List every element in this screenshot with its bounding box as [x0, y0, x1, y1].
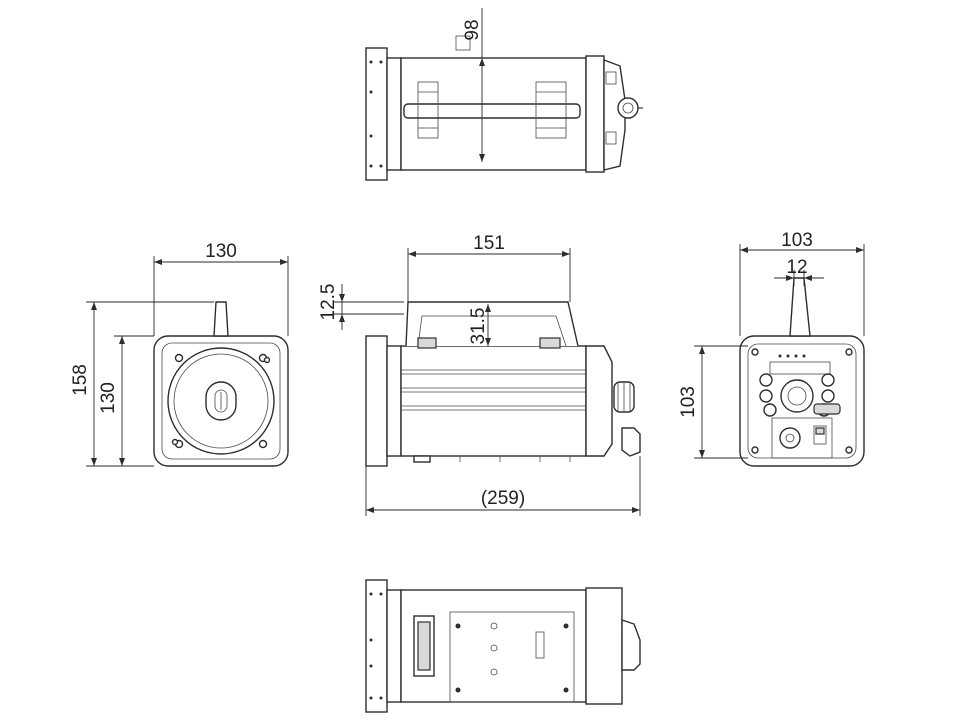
dim-side-depth: 151	[473, 233, 505, 254]
front-view: 130 158 130	[70, 241, 289, 467]
top-view-flange	[365, 47, 388, 181]
bottom-view-mount-plate	[449, 611, 575, 703]
dim-side-handle: 31.5	[468, 308, 489, 345]
side-view-connector	[621, 427, 641, 457]
rear-view-connector	[779, 427, 801, 449]
bottom-view-flange	[365, 579, 388, 713]
side-view-rear-cap	[585, 345, 613, 457]
side-view: 151 12.5 31.5 (259)	[318, 233, 641, 516]
rear-view-switch	[813, 425, 827, 445]
dim-rear-width: 103	[781, 230, 813, 251]
top-view: 98	[365, 8, 643, 181]
dim-front-height-inner: 130	[98, 382, 119, 414]
top-view-rear-cap	[603, 58, 626, 171]
dim-rear-height: 103	[678, 386, 699, 418]
rear-view-display	[769, 361, 831, 375]
bottom-view-connector	[621, 619, 641, 671]
side-view-flange	[365, 335, 388, 467]
side-view-handle	[405, 301, 579, 347]
square-symbol	[455, 35, 471, 51]
dim-front-height-outer: 158	[70, 364, 91, 396]
dim-front-width: 130	[205, 241, 237, 262]
dim-rear-knob: 12	[786, 257, 807, 278]
dim-top-square: 98	[462, 19, 483, 40]
front-view-antenna	[213, 301, 229, 337]
top-view-knob	[617, 97, 639, 119]
dim-side-total: (259)	[481, 488, 525, 509]
bottom-view-rear-cap	[585, 587, 623, 705]
dim-side-offset: 12.5	[318, 284, 339, 321]
rear-view-antenna	[789, 277, 811, 337]
top-view-handle	[403, 103, 581, 119]
rear-view: 103 12 103	[678, 230, 865, 467]
bottom-view	[365, 579, 641, 713]
side-view-body	[400, 345, 587, 457]
rear-view-dial	[780, 379, 814, 413]
